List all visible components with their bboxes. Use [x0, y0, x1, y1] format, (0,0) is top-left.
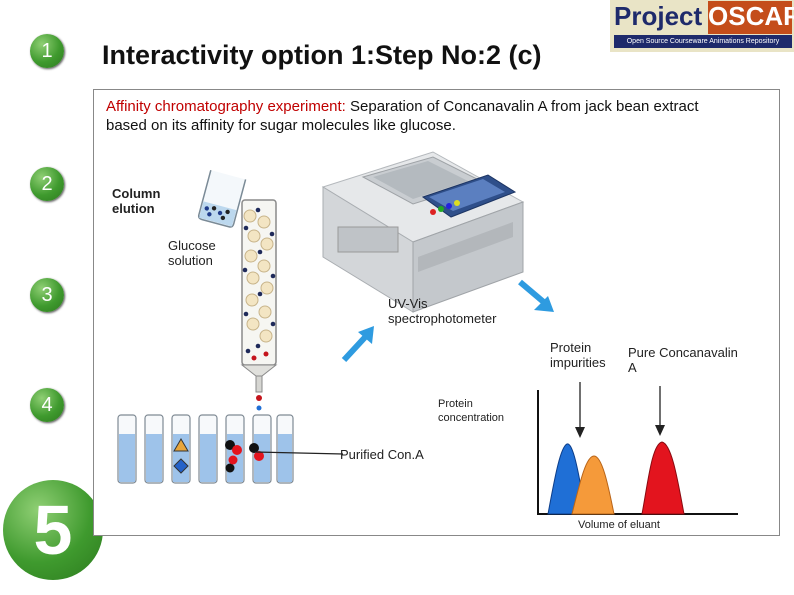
- column-elution-label: Column elution: [112, 186, 161, 216]
- purified-cona-leader: [255, 451, 344, 455]
- volume-of-eluant-label: Volume of eluant: [578, 519, 660, 531]
- arrow-icon: [341, 326, 374, 363]
- collection-tubes: [117, 414, 294, 484]
- purified-cona-label: Purified Con.A: [340, 447, 424, 462]
- protein-concentration-label: Protein concentration: [438, 398, 505, 424]
- step-4-button[interactable]: 4: [30, 388, 64, 422]
- step-5-button[interactable]: 5: [3, 480, 103, 580]
- spectrophotometer-icon: [321, 151, 525, 313]
- intro-highlight: Affinity chromatography experiment:: [106, 98, 346, 115]
- beaker-icon: [197, 169, 247, 228]
- protein-impurities-label: Protein impurities: [550, 340, 606, 370]
- column-icon: [240, 199, 278, 411]
- intro-body: Separation of Concanavalin A from jack b…: [106, 98, 699, 134]
- logo-word-oscar: OSCAR: [708, 1, 794, 34]
- step-2-button[interactable]: 2: [30, 167, 64, 201]
- glucose-solution-label: Glucose solution: [168, 238, 216, 268]
- logo-tagline: Open Source Courseware Animations Reposi…: [614, 35, 792, 48]
- step-3-button[interactable]: 3: [30, 278, 64, 312]
- logo-word-project: Project: [614, 1, 703, 31]
- project-oscar-logo: Project OSCAR Open Source Courseware Ani…: [610, 0, 794, 52]
- arrow-icon: [518, 279, 554, 312]
- step-1-button[interactable]: 1: [30, 34, 64, 68]
- spectrophotometer-label: UV-Vis spectrophotometer: [388, 296, 497, 326]
- chromatogram: [537, 382, 738, 515]
- pure-cona-label: Pure Concanavalin A: [628, 345, 738, 375]
- intro-text: Affinity chromatography experiment: Sepa…: [106, 97, 726, 135]
- page-title: Interactivity option 1:Step No:2 (c): [102, 40, 542, 70]
